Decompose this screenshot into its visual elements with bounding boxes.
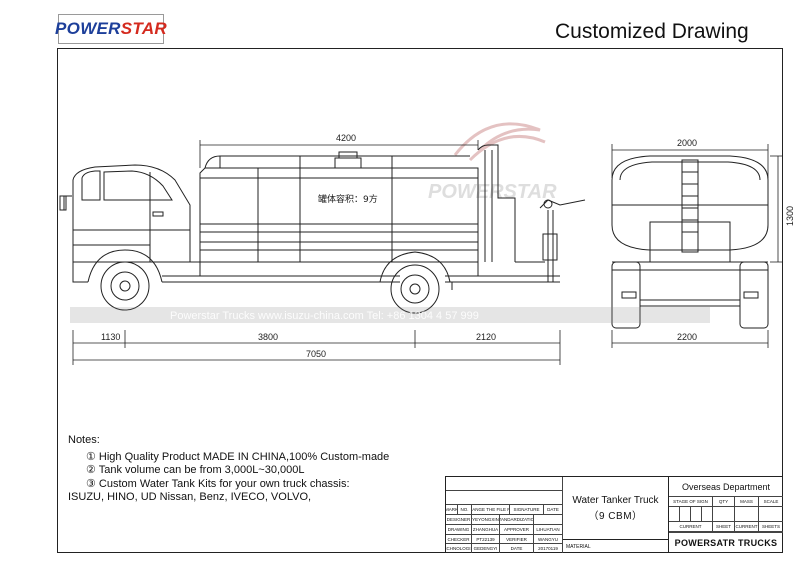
dim-rear-overhang: 2120 [476,332,496,342]
tb-stage-of-sign: STAGE OF SIGN [669,497,713,507]
dimension-lines [72,140,782,365]
tb-stage-box-1 [669,507,680,522]
tb-approver: LIHUATIAN [534,525,563,535]
tb-mass-value [735,507,759,522]
dim-overall-width: 2200 [677,332,697,342]
tank-volume-label: 罐体容积：9方 [318,193,378,205]
tb-designer: YEYONGXIN [472,515,500,525]
tb-drawing-label: DRAWING [446,525,472,535]
company-name: POWERSATR TRUCKS [669,532,783,553]
tb-stage-box-2 [680,507,691,522]
dim-wheelbase: 3800 [258,332,278,342]
tb-stage-box-3 [691,507,702,522]
tb-qty: QTY [713,497,735,507]
watermark-logo [453,122,546,162]
dim-tank-length: 4200 [336,133,356,143]
tb-sheets: SHEETS [759,522,783,532]
notes-heading: Notes: [68,434,100,446]
watermark-brand: POWERSTAR [428,181,557,203]
tb-standardization [534,515,563,525]
watermark-strip-band [70,307,710,323]
tb-technologist: GEDENGYI [472,544,500,553]
note-item-3: ③ Custom Water Tank Kits for your own tr… [86,477,350,490]
dim-overall-length: 7050 [306,349,326,359]
tb-signature: SIGNATURE [510,505,544,515]
tb-verifier: WANGYU [534,535,563,544]
tb-checker: PT22139 [472,535,500,544]
tb-sheet: SHEET [713,522,735,532]
dim-tank-height: 1300 [785,206,795,226]
tb-blank-row-1 [446,477,563,491]
tb-change-file: CHANGE THE FILE NO. [472,505,510,515]
material-label: MATERIAL [563,539,669,553]
tb-stage-box-4 [702,507,713,522]
tb-mark: MARK [446,505,458,515]
note-item-1: ① High Quality Product MADE IN CHINA,100… [86,450,390,463]
tb-checker-label: CHECKER [446,535,472,544]
department-name: Overseas Department [669,477,783,497]
product-line-2: （9 CBM） [588,510,643,522]
product-line-1: Water Tanker Truck [572,494,659,506]
tb-verifier-label: VERIFIER [500,535,534,544]
tb-designer-label: DESIGNER [446,515,472,525]
tb-drawing: ZHANGHUA [472,525,500,535]
drawing-frame [57,48,783,553]
page-title: Customized Drawing [555,20,749,43]
tb-current-1: CURRENT [669,522,713,532]
tb-scale: SCALE [759,497,783,507]
rear-view [611,155,769,329]
tb-date: DATE [544,505,563,515]
tb-technologist-label: TECHNOLOGIST [446,544,472,553]
tb-current-2: CURRENT [735,522,759,532]
tb-approver-label: APPROVER [500,525,534,535]
dim-front-overhang: 1130 [101,332,120,342]
tb-scale-value [759,507,783,522]
logo-text-star: STAR [120,19,167,38]
side-view [59,144,586,314]
note-item-4: ISUZU, HINO, UD Nissan, Benz, IVECO, VOL… [68,491,312,503]
logo-text-power: POWER [55,19,121,38]
tb-mass: MASS [735,497,759,507]
tb-date-value: 20170119 [534,544,563,553]
tb-qty-value [713,507,735,522]
product-name: Water Tanker Truck （9 CBM） [563,477,669,539]
title-block: MARK NO. CHANGE THE FILE NO. SIGNATURE D… [445,476,783,553]
tb-no: NO. [458,505,472,515]
notes-section: Notes: ① High Quality Product MADE IN CH… [68,434,389,505]
note-item-2: ② Tank volume can be from 3,000L~30,000L [86,464,305,476]
tb-blank-row-2 [446,491,563,505]
tb-standardization-label: STANDARDIZATION [500,515,534,525]
tb-date-label: DATE [500,544,534,553]
dim-rear-width: 2000 [677,138,697,148]
watermark-strip: Powerstar Trucks www.isuzu-china.com Tel… [170,310,479,322]
